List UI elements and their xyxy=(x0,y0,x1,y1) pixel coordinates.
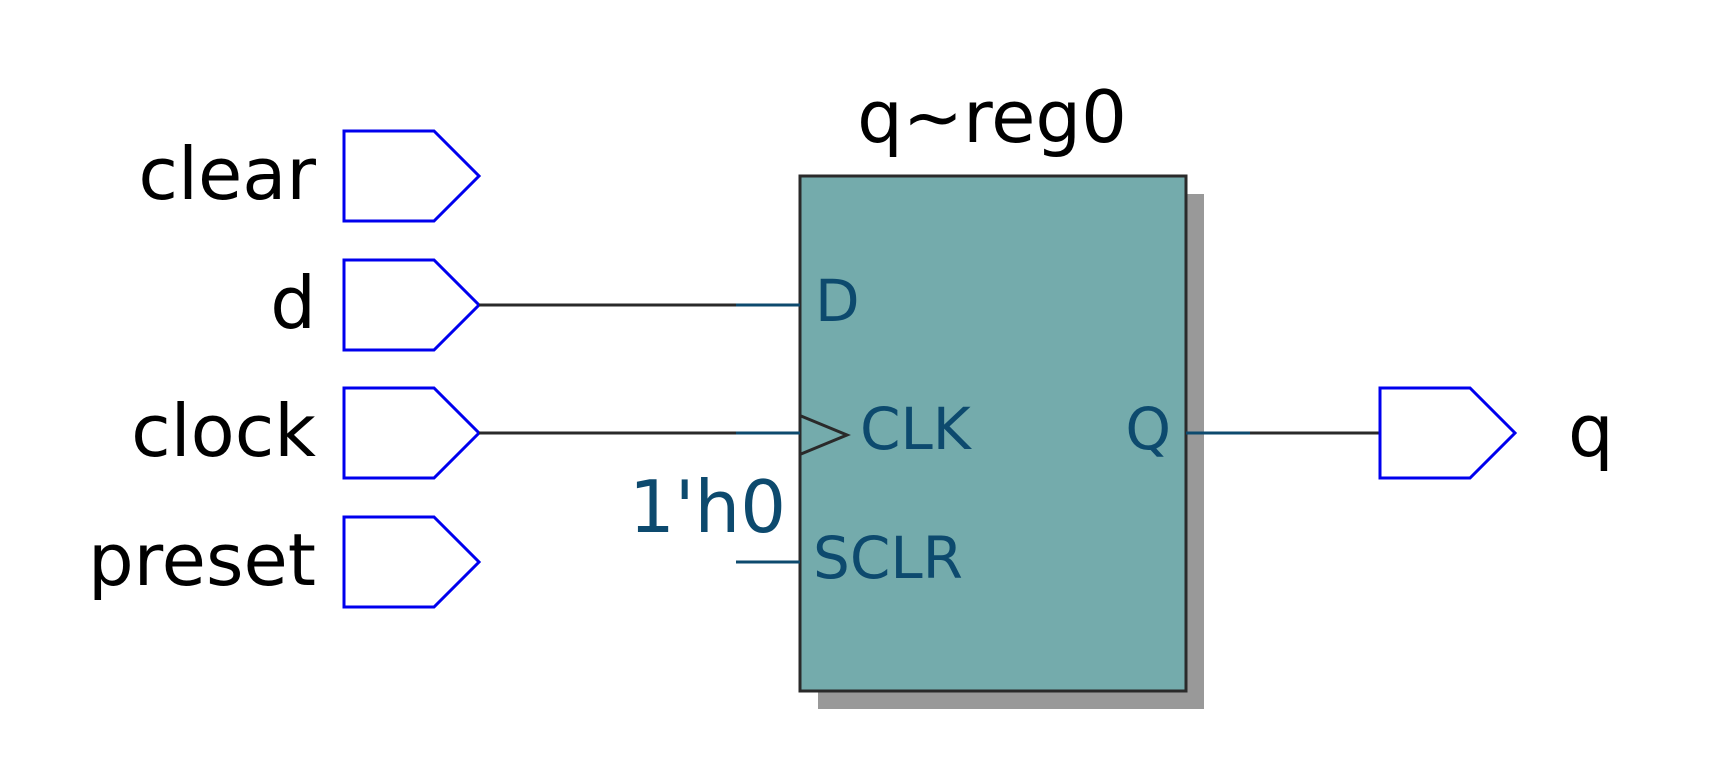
output-port-label: q xyxy=(1568,389,1614,473)
input-port-icon xyxy=(342,386,482,480)
input-port-icon xyxy=(342,129,482,223)
input-port-label: d xyxy=(270,261,316,345)
input-port-d[interactable]: d xyxy=(270,258,482,352)
register-block[interactable] xyxy=(798,174,1188,693)
input-port-icon xyxy=(342,515,482,609)
input-port-label: preset xyxy=(88,518,316,602)
input-port-clear[interactable]: clear xyxy=(138,129,482,223)
pin-label-sclr: SCLR xyxy=(813,524,963,592)
register-name: q~reg0 xyxy=(857,75,1127,159)
pin-label-clk: CLK xyxy=(860,395,973,463)
sclr-constant: 1'h0 xyxy=(629,465,786,549)
input-port-clock[interactable]: clock xyxy=(131,386,482,480)
input-port-preset[interactable]: preset xyxy=(88,515,482,609)
input-port-label: clock xyxy=(131,389,316,473)
clock-edge-icon xyxy=(800,414,851,456)
input-port-label: clear xyxy=(138,132,316,216)
pin-label-d: D xyxy=(815,267,860,335)
pin-label-q: Q xyxy=(1125,395,1171,463)
output-port-icon xyxy=(1378,386,1518,480)
input-port-icon xyxy=(342,258,482,352)
output-port-q[interactable]: q xyxy=(1378,386,1614,480)
